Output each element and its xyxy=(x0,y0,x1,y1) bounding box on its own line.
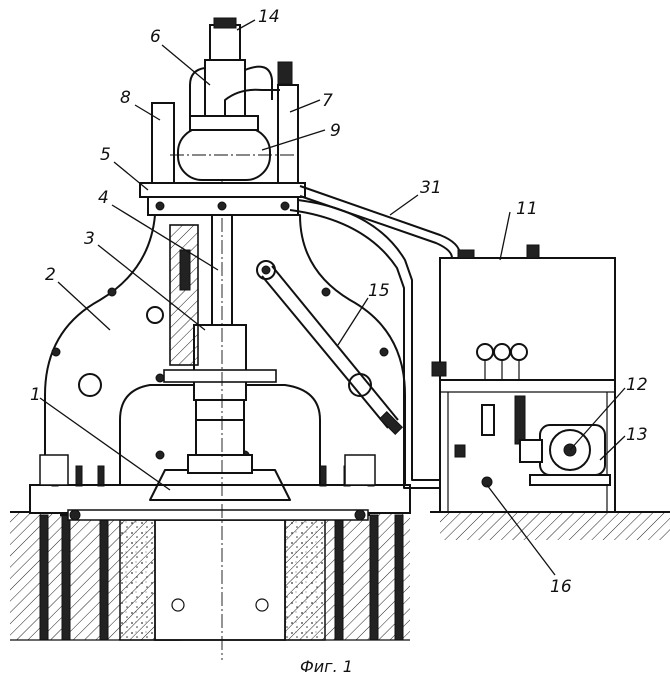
callout-16: 16 xyxy=(550,577,572,597)
foundation xyxy=(10,511,670,641)
valve-block xyxy=(189,17,293,120)
callout-3: 3 xyxy=(84,229,95,249)
crossbeam xyxy=(139,182,306,216)
callout-6: 6 xyxy=(150,27,161,47)
ram xyxy=(163,20,277,660)
cylinder-block xyxy=(151,84,300,184)
callouts: 1 2 3 4 5 6 7 8 9 11 12 13 14 15 16 31 xyxy=(30,7,648,597)
callout-2: 2 xyxy=(45,265,56,285)
pipelines xyxy=(289,185,461,489)
callout-7: 7 xyxy=(322,91,333,111)
figure-caption: Фиг. 1 xyxy=(300,657,353,676)
callout-1: 1 xyxy=(30,385,41,405)
callout-4: 4 xyxy=(98,188,109,208)
oil-tank xyxy=(431,244,616,381)
callout-11: 11 xyxy=(516,199,538,219)
callout-8: 8 xyxy=(120,88,131,108)
callout-13: 13 xyxy=(626,425,648,445)
callout-15: 15 xyxy=(368,281,390,301)
anvil xyxy=(149,399,291,501)
frame xyxy=(39,214,406,486)
callout-14: 14 xyxy=(258,7,280,27)
link-rod xyxy=(256,260,404,436)
callout-12: 12 xyxy=(626,375,648,395)
callout-9: 9 xyxy=(330,121,341,141)
callout-31: 31 xyxy=(420,178,442,198)
pump-stand xyxy=(439,379,616,513)
callout-5: 5 xyxy=(100,145,111,165)
